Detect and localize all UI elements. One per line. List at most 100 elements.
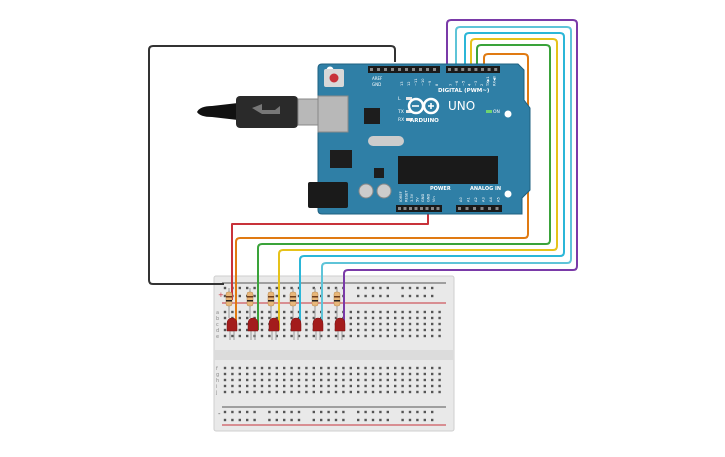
breadboard-hole[interactable] [231, 390, 234, 394]
breadboard-hole[interactable] [260, 334, 264, 338]
breadboard-hole[interactable] [386, 372, 389, 376]
breadboard-hole[interactable] [231, 310, 234, 314]
breadboard-hole[interactable] [438, 316, 441, 320]
breadboard-hole[interactable] [342, 366, 345, 370]
breadboard-hole[interactable] [438, 328, 441, 332]
breadboard-hole[interactable] [408, 316, 412, 320]
breadboard-hole[interactable] [349, 334, 352, 338]
rail-hole[interactable] [408, 410, 412, 414]
header-pin[interactable] [426, 68, 429, 71]
rail-hole[interactable] [357, 418, 360, 422]
red-led[interactable] [290, 317, 302, 332]
breadboard-hole[interactable] [379, 384, 382, 388]
rail-hole[interactable] [401, 294, 404, 298]
breadboard-hole[interactable] [290, 378, 293, 382]
breadboard-hole[interactable] [312, 390, 315, 394]
breadboard-hole[interactable] [275, 316, 278, 320]
breadboard-hole[interactable] [401, 390, 404, 394]
red-led[interactable] [312, 317, 324, 332]
breadboard-hole[interactable] [305, 310, 308, 314]
breadboard-hole[interactable] [438, 372, 441, 376]
breadboard-hole[interactable] [275, 334, 278, 338]
breadboard-hole[interactable] [253, 310, 256, 314]
breadboard-hole[interactable] [364, 384, 367, 388]
breadboard-hole[interactable] [371, 316, 375, 320]
breadboard-hole[interactable] [416, 372, 419, 376]
rail-hole[interactable] [386, 294, 389, 298]
breadboard-hole[interactable] [246, 372, 249, 376]
breadboard-hole[interactable] [297, 384, 301, 388]
breadboard-hole[interactable] [238, 372, 241, 376]
breadboard-hole[interactable] [357, 384, 360, 388]
breadboard-hole[interactable] [253, 384, 256, 388]
rail-hole[interactable] [401, 418, 404, 422]
breadboard-hole[interactable] [394, 316, 397, 320]
breadboard-hole[interactable] [290, 334, 293, 338]
breadboard-hole[interactable] [327, 372, 330, 376]
resistor[interactable] [267, 291, 275, 307]
breadboard-hole[interactable] [357, 366, 360, 370]
breadboard-hole[interactable] [371, 390, 375, 394]
header-pin[interactable] [403, 207, 407, 210]
breadboard-hole[interactable] [223, 328, 227, 332]
breadboard-hole[interactable] [357, 334, 360, 338]
header-pin[interactable] [384, 68, 387, 71]
breadboard-hole[interactable] [401, 322, 404, 326]
rail-hole[interactable] [268, 410, 271, 414]
breadboard-hole[interactable] [371, 372, 375, 376]
breadboard-hole[interactable] [379, 390, 382, 394]
rail-hole[interactable] [386, 418, 389, 422]
breadboard-hole[interactable] [297, 378, 301, 382]
breadboard-hole[interactable] [364, 334, 367, 338]
breadboard-hole[interactable] [238, 384, 241, 388]
breadboard-hole[interactable] [312, 378, 315, 382]
breadboard-hole[interactable] [438, 310, 441, 314]
breadboard-hole[interactable] [268, 334, 271, 338]
rail-hole[interactable] [223, 286, 227, 290]
rail-hole[interactable] [290, 410, 293, 414]
breadboard-hole[interactable] [431, 366, 434, 370]
led-array[interactable] [225, 288, 346, 340]
rail-hole[interactable] [379, 294, 382, 298]
header-pins[interactable] [370, 68, 499, 210]
header-pin[interactable] [431, 207, 434, 210]
rail-hole[interactable] [401, 286, 404, 290]
header-pin[interactable] [448, 68, 451, 71]
breadboard-hole[interactable] [305, 316, 308, 320]
rail-hole[interactable] [431, 410, 434, 414]
breadboard-hole[interactable] [238, 310, 241, 314]
breadboard-hole[interactable] [386, 310, 389, 314]
rail-hole[interactable] [246, 418, 249, 422]
breadboard-hole[interactable] [431, 310, 434, 314]
red-led[interactable] [268, 317, 280, 332]
breadboard-hole[interactable] [416, 390, 419, 394]
breadboard-hole[interactable] [268, 372, 271, 376]
header-pin[interactable] [488, 207, 491, 210]
rail-hole[interactable] [283, 418, 286, 422]
rail-hole[interactable] [327, 418, 330, 422]
breadboard-hole[interactable] [305, 372, 308, 376]
breadboard-hole[interactable] [305, 378, 308, 382]
rail-hole[interactable] [253, 286, 256, 290]
breadboard-hole[interactable] [327, 328, 330, 332]
breadboard-hole[interactable] [320, 384, 323, 388]
breadboard-hole[interactable] [268, 366, 271, 370]
breadboard-hole[interactable] [246, 390, 249, 394]
breadboard-hole[interactable] [327, 378, 330, 382]
rail-hole[interactable] [423, 294, 426, 298]
breadboard-hole[interactable] [371, 322, 375, 326]
breadboard-hole[interactable] [223, 322, 227, 326]
breadboard-hole[interactable] [416, 366, 419, 370]
breadboard-hole[interactable] [290, 384, 293, 388]
breadboard-hole[interactable] [408, 366, 412, 370]
breadboard-hole[interactable] [327, 310, 330, 314]
breadboard-hole[interactable] [312, 366, 315, 370]
rail-hole[interactable] [431, 294, 434, 298]
breadboard-hole[interactable] [231, 372, 234, 376]
breadboard-hole[interactable] [386, 378, 389, 382]
breadboard-hole[interactable] [379, 366, 382, 370]
breadboard-hole[interactable] [379, 334, 382, 338]
rail-hole[interactable] [334, 410, 338, 414]
